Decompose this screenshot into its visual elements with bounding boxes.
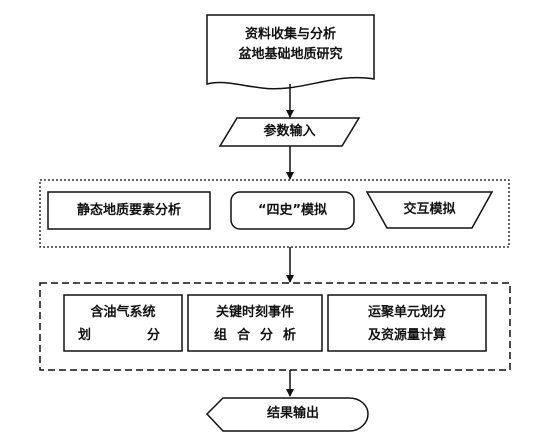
- migration-unit-line1: 运聚单元划分: [367, 305, 446, 320]
- migration-unit-line2: 及资源量计算: [367, 328, 446, 343]
- key-moment-line1: 关键时刻事件: [215, 305, 294, 320]
- interactive-sim-label: 交互模拟: [403, 202, 456, 217]
- petroleum-system-line2-char2: 分: [146, 328, 160, 343]
- petroleum-system-line2: 划 分: [78, 326, 160, 346]
- migration-unit-box: [327, 294, 487, 352]
- key-moment-box: [187, 294, 323, 352]
- analysis-group-frame: [39, 282, 511, 371]
- result-output-label: 结果输出: [266, 406, 319, 421]
- static-analysis-box: [47, 191, 211, 230]
- interactive-sim-box: [365, 191, 494, 229]
- data-collection-line2: 盆地基础地质研究: [238, 47, 343, 62]
- four-history-box: [230, 191, 355, 230]
- parameter-input-label: 参数输入: [263, 124, 316, 139]
- petroleum-system-line2-char1: 划: [78, 328, 92, 343]
- petroleum-system-line1: 含油气系统: [90, 305, 156, 320]
- result-output-box: [205, 397, 369, 432]
- key-moment-line2-char1: 组: [214, 328, 228, 343]
- key-moment-line2-char3: 分: [259, 328, 273, 343]
- static-analysis-label: 静态地质要素分析: [76, 203, 181, 218]
- key-moment-line2: 组 合 分 析: [214, 326, 296, 346]
- key-moment-line2-char2: 合: [236, 328, 250, 343]
- key-moment-line2-char4: 析: [282, 328, 296, 343]
- four-history-label: “四史”模拟: [257, 203, 328, 218]
- parameter-input-box: [218, 117, 361, 147]
- data-collection-line1: 资料收集与分析: [244, 27, 336, 42]
- petroleum-system-box: [63, 294, 183, 352]
- data-collection-box: [206, 14, 375, 90]
